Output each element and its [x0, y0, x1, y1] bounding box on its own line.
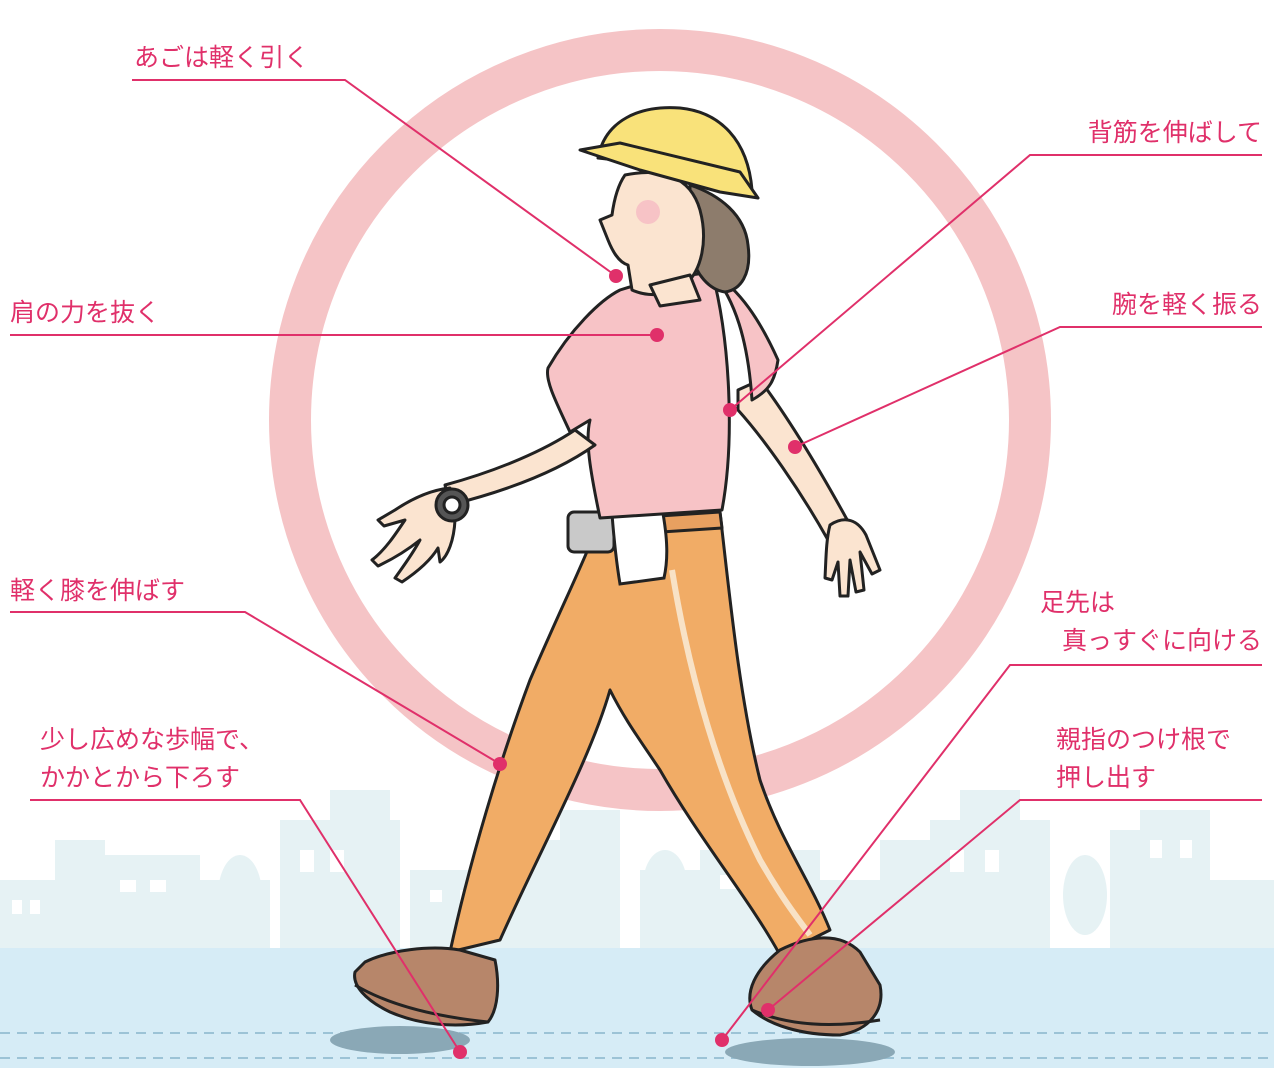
- leader-push: [767, 799, 1262, 1011]
- dot-chin: [609, 269, 623, 283]
- ground: [0, 948, 1274, 1068]
- dot-stride: [453, 1045, 467, 1059]
- label-stride-line1: 少し広めな歩幅で、: [40, 725, 265, 754]
- leader-toe: [721, 664, 1262, 1041]
- leader-knee: [10, 611, 501, 765]
- dot-arm: [788, 440, 802, 454]
- leader-stride: [30, 799, 461, 1053]
- hat: [578, 106, 760, 200]
- label-arm: 腕を軽く振る: [1111, 290, 1262, 319]
- callout-dots: [453, 269, 802, 1059]
- shirt: [545, 270, 780, 520]
- back-arm: [736, 378, 882, 598]
- leader-chin: [132, 79, 617, 277]
- head: [598, 171, 751, 308]
- dot-shoulder: [650, 328, 664, 342]
- shoe-shadow-right: [725, 1038, 895, 1066]
- label-push-line1: 親指のつけ根で: [1056, 725, 1232, 754]
- dot-back: [723, 403, 737, 417]
- leader-arm: [794, 326, 1262, 448]
- shoe-shadow-left: [330, 1026, 470, 1054]
- callout-lines: [10, 79, 1262, 1053]
- dot-knee: [493, 757, 507, 771]
- label-shoulder: 肩の力を抜く: [10, 298, 161, 327]
- label-toe-line2: 真っすぐに向ける: [1061, 626, 1262, 655]
- dot-toe: [715, 1033, 729, 1047]
- label-stride-line2: かかとから下ろす: [40, 763, 241, 792]
- background-ring: [269, 29, 1051, 811]
- towel: [610, 506, 669, 586]
- label-toe-line1: 足先は: [1040, 588, 1116, 617]
- label-chin: あごは軽く引く: [134, 43, 310, 72]
- label-push-line2: 押し出す: [1056, 763, 1157, 792]
- dot-push: [761, 1003, 775, 1017]
- label-knee: 軽く膝を伸ばす: [10, 576, 186, 605]
- front-arm: [370, 428, 597, 584]
- city-skyline: [0, 790, 1274, 950]
- leader-back: [729, 154, 1262, 411]
- label-back: 背筋を伸ばして: [1087, 118, 1262, 147]
